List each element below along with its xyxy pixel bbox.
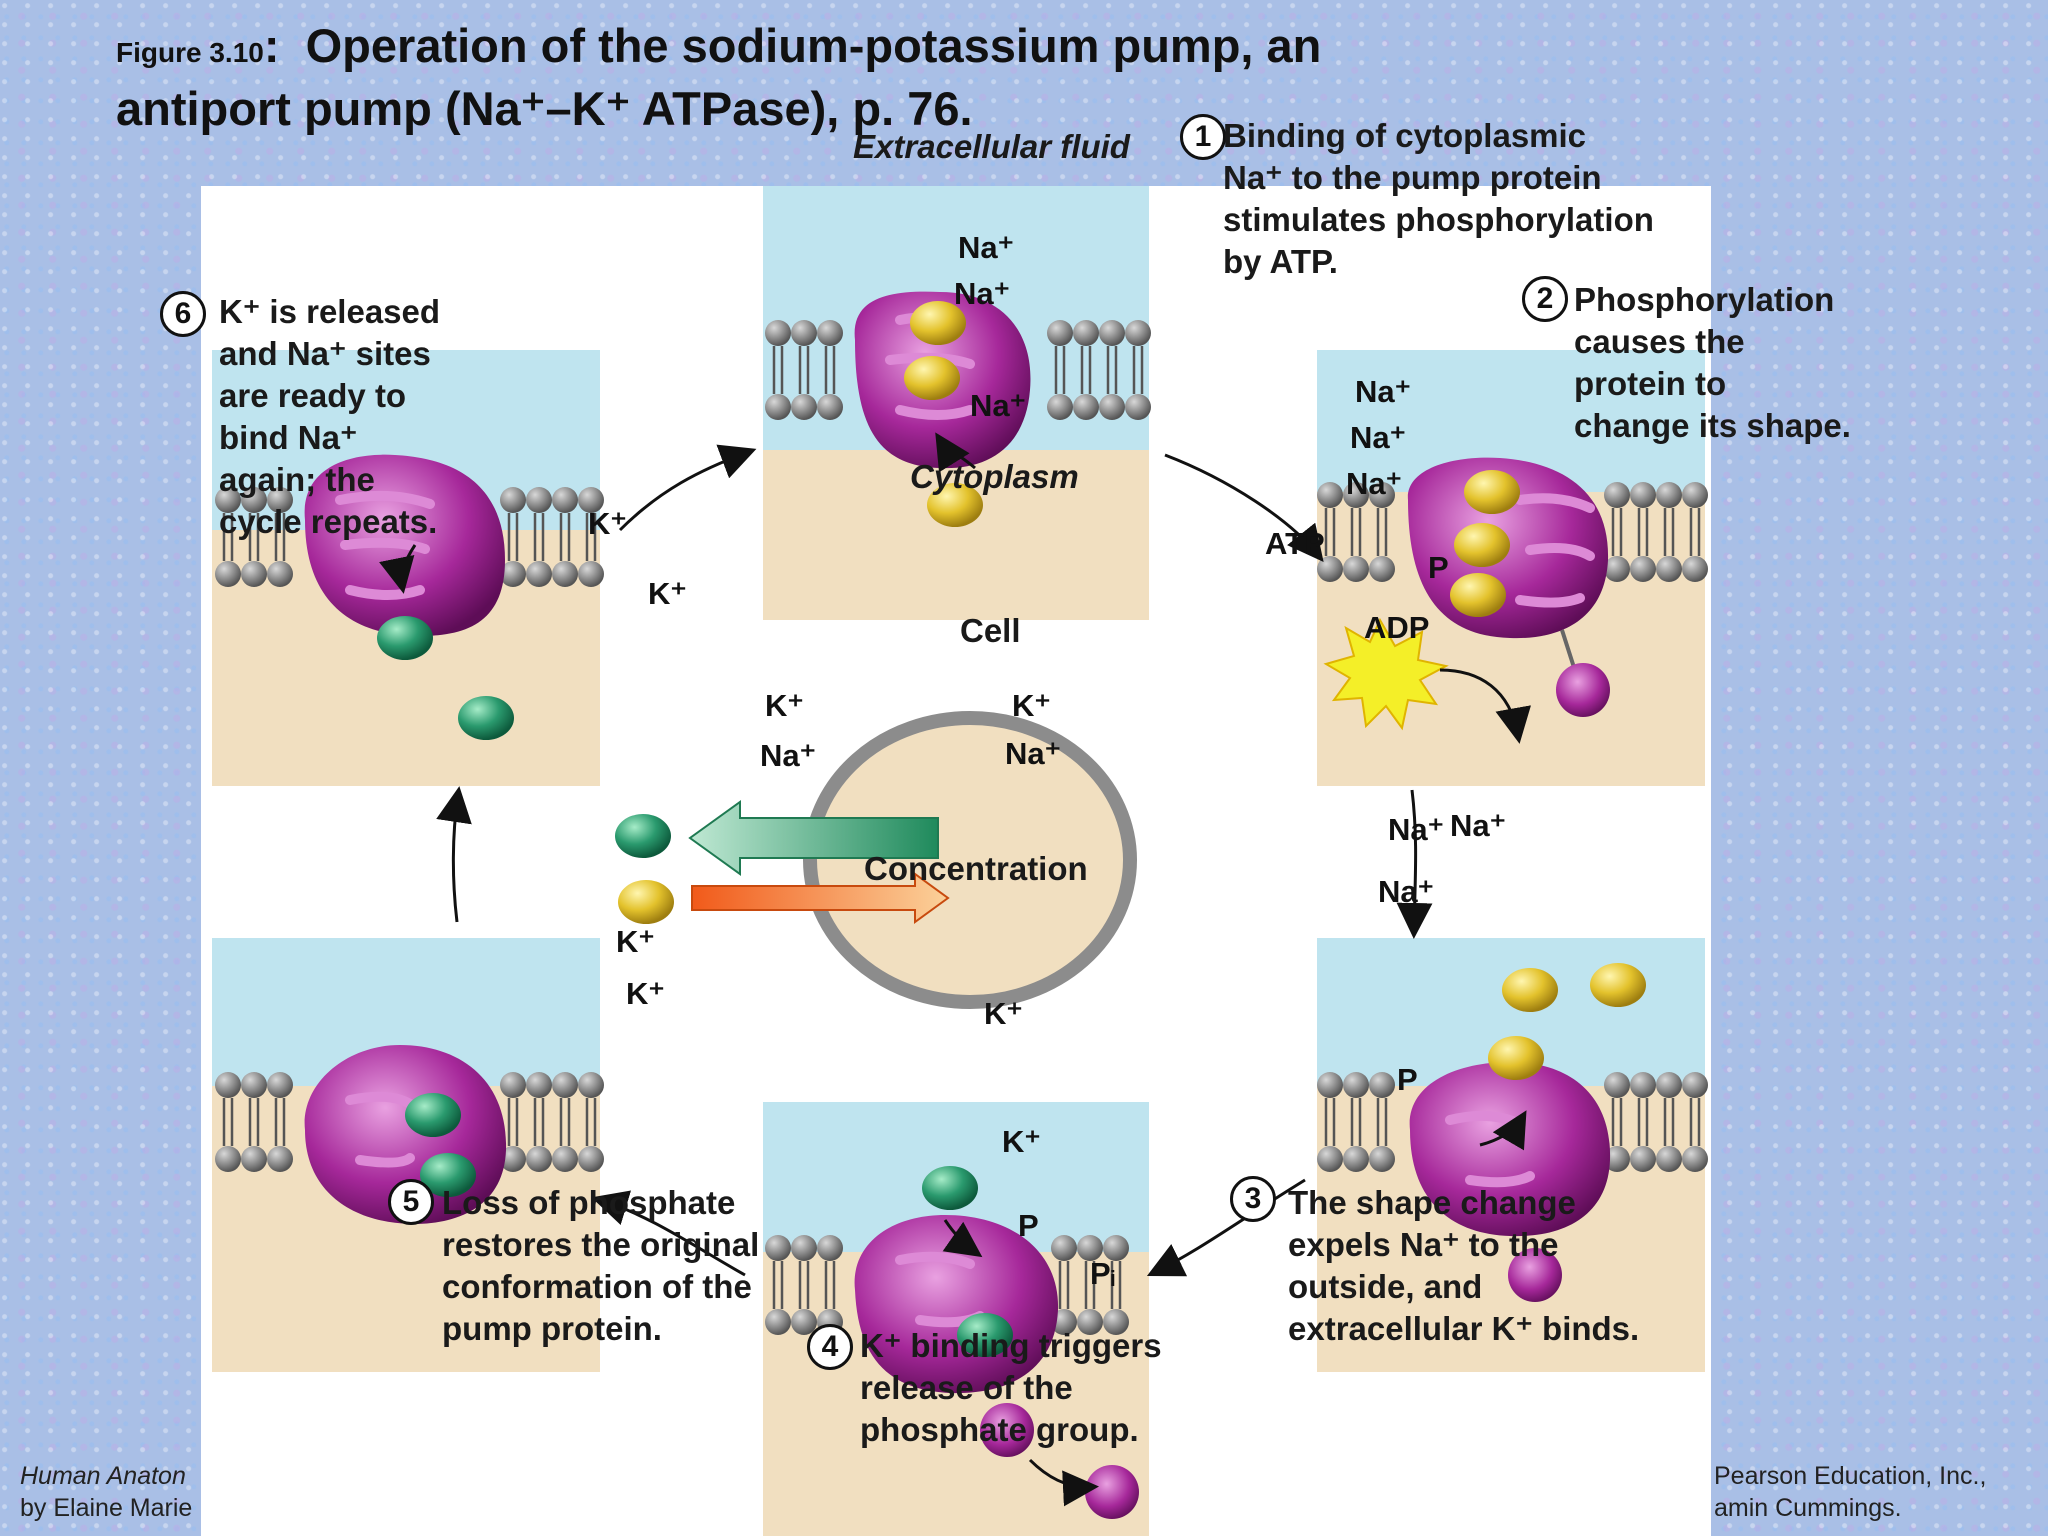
step-1-number: 1 (1180, 114, 1226, 160)
title-line-1: Operation of the sodium-potassium pump, … (305, 19, 1322, 72)
footer-book-title: Human Anaton (20, 1462, 186, 1490)
step-2-number: 2 (1522, 276, 1568, 322)
na-label: Na⁺ (1355, 374, 1411, 409)
step-2-text: Phosphorylation causes the protein to ch… (1574, 281, 1851, 444)
step-3-text: The shape change expels Na⁺ to the outsi… (1288, 1184, 1640, 1347)
k-label: K⁺ (1002, 1124, 1041, 1159)
green-concentration-arrow (688, 800, 939, 876)
phosphate-label: P (1018, 1208, 1039, 1243)
step-1-text: Binding of cytoplasmic Na⁺ to the pump p… (1223, 117, 1654, 280)
step-4-number: 4 (807, 1324, 853, 1370)
step-6-number: 6 (160, 291, 206, 337)
k-label: K⁺ (648, 576, 687, 611)
protein-left-top (304, 454, 505, 636)
step-3-number: 3 (1230, 1176, 1276, 1222)
step-5-number: 5 (388, 1179, 434, 1225)
na-label: Na⁺ (1350, 420, 1406, 455)
na-label: Na⁺ (1450, 808, 1506, 843)
k-label: K⁺ (588, 506, 627, 541)
k-label: K⁺ (1012, 688, 1051, 723)
cytoplasm-label: Cytoplasm (910, 458, 1079, 495)
atp-label: ATP (1265, 526, 1325, 561)
sodium-ions (618, 301, 1646, 1080)
footer-author: by Elaine Marie (20, 1494, 193, 1522)
k-label: K⁺ (616, 924, 655, 959)
na-label: Na⁺ (954, 276, 1010, 311)
figure-label: Figure 3.10 (116, 37, 264, 68)
k-label: K⁺ (626, 976, 665, 1011)
pi-label: Pᵢ (1090, 1256, 1116, 1291)
concentration-label: Concentration (864, 850, 1088, 887)
step-6-text: K⁺ is released and Na⁺ sites are ready t… (219, 293, 441, 540)
na-label: Na⁺ (958, 230, 1014, 265)
cell-label: Cell (960, 612, 1021, 649)
k-label: K⁺ (984, 996, 1023, 1031)
cell-outline (803, 711, 1137, 1009)
na-label: Na⁺ (1005, 736, 1061, 771)
title-colon: : (263, 19, 280, 72)
extracellular-label: Extracellular fluid (853, 128, 1130, 165)
step-5-text: Loss of phosphate restores the original … (442, 1184, 760, 1347)
footer-publisher: Pearson Education, Inc., (1714, 1462, 1987, 1490)
footer-publisher-2: amin Cummings. (1714, 1494, 1902, 1522)
panel-right-top (1317, 350, 1705, 786)
step-4-text: K⁺ binding triggers release of the phosp… (860, 1327, 1162, 1448)
na-label: Na⁺ (1388, 812, 1444, 847)
na-label: Na⁺ (760, 738, 816, 773)
na-label: Na⁺ (970, 388, 1026, 423)
title-line-2: antiport pump (Na⁺–K⁺ ATPase), p. 76. (116, 82, 973, 135)
na-label: Na⁺ (1378, 874, 1434, 909)
adp-label: ADP (1364, 610, 1430, 645)
k-label: K⁺ (765, 688, 804, 723)
na-label: Na⁺ (1346, 466, 1402, 501)
cycle-arrows (379, 432, 1531, 1507)
atp-burst (1323, 617, 1449, 731)
phosphate-label: P (1428, 550, 1449, 585)
orange-concentration-arrow (691, 872, 950, 924)
page-title: Figure 3.10: Operation of the sodium-pot… (116, 18, 1321, 137)
phosphate-label: P (1397, 1062, 1418, 1097)
